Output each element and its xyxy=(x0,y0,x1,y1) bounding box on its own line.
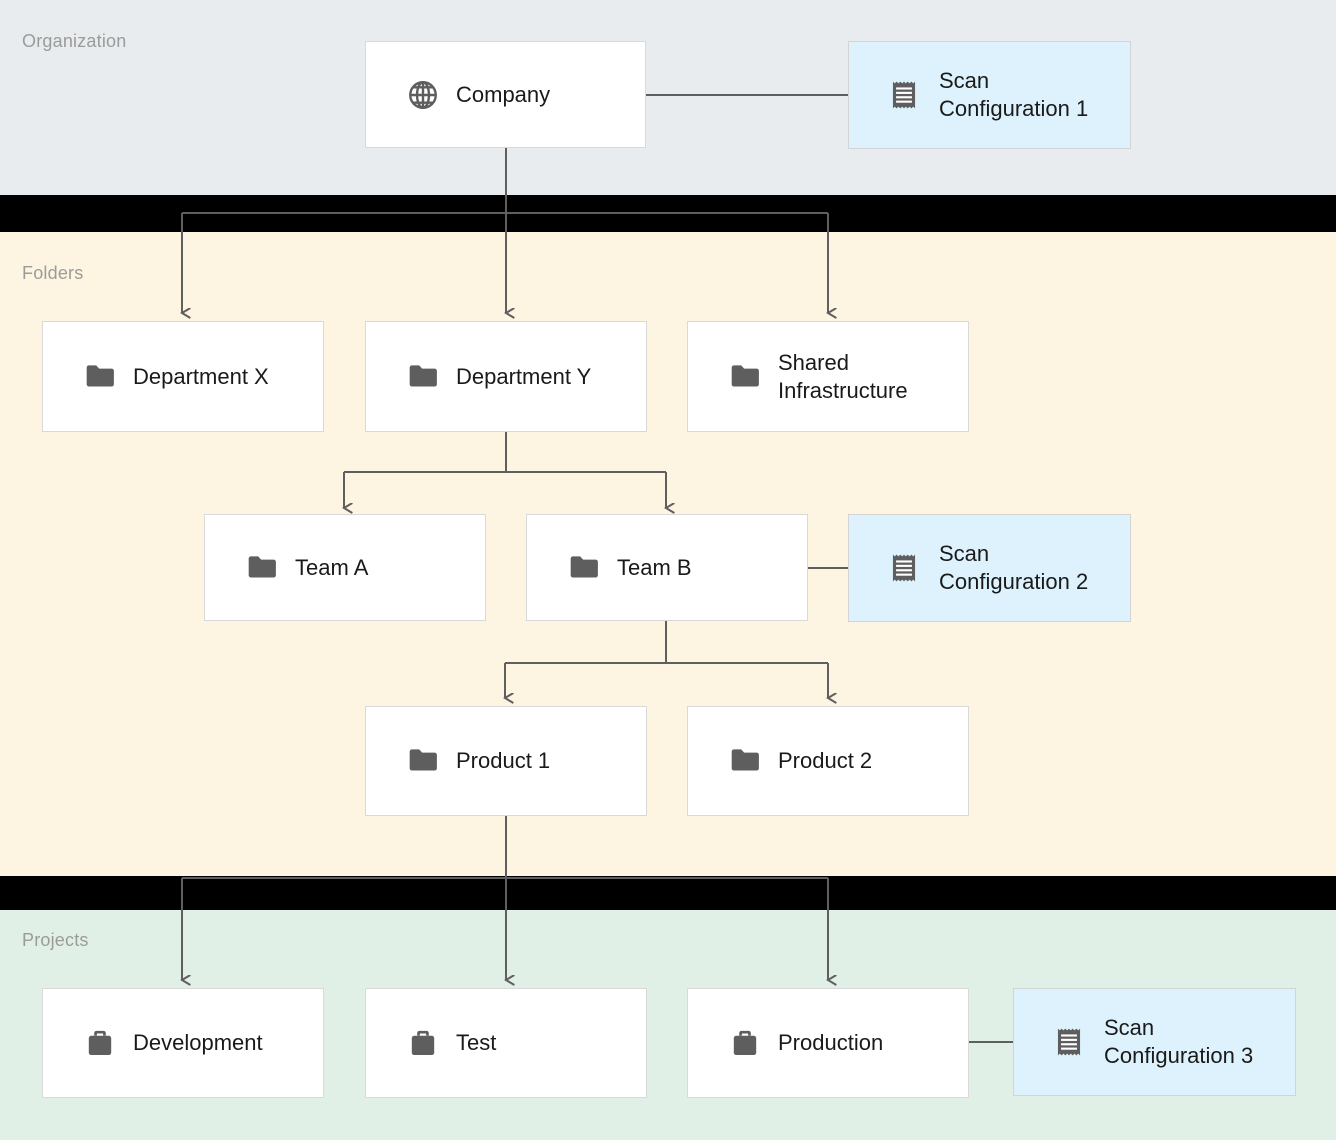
node-department-y[interactable]: Department Y xyxy=(365,321,647,432)
folder-icon xyxy=(248,555,276,577)
folder-icon xyxy=(409,749,437,771)
folder-icon xyxy=(731,749,759,771)
node-label: Department Y xyxy=(456,363,592,389)
folder-icon xyxy=(409,364,437,386)
node-test[interactable]: Test xyxy=(365,988,647,1098)
node-scan-configuration-2[interactable]: Scan Configuration 2 xyxy=(848,514,1131,622)
node-production[interactable]: Production xyxy=(687,988,969,1098)
node-label: Team B xyxy=(617,554,692,580)
node-label: Department X xyxy=(133,363,269,389)
node-scan-configuration-3[interactable]: Scan Configuration 3 xyxy=(1013,988,1296,1096)
band-organization xyxy=(0,0,1336,195)
node-label: Shared Infrastructure xyxy=(778,349,908,403)
band-label-projects: Projects xyxy=(22,930,89,950)
folder-icon xyxy=(731,364,759,386)
node-label: Test xyxy=(456,1030,497,1056)
briefcase-icon xyxy=(411,1030,435,1056)
node-shared-infrastructure[interactable]: Shared Infrastructure xyxy=(687,321,969,432)
node-label: Company xyxy=(456,81,551,107)
node-team-a[interactable]: Team A xyxy=(204,514,486,621)
node-label: Team A xyxy=(295,554,369,580)
node-team-b[interactable]: Team B xyxy=(526,514,808,621)
folder-icon xyxy=(86,364,114,386)
node-label: Scan Configuration 3 xyxy=(1104,1015,1254,1068)
band-projects-footer xyxy=(0,1132,1336,1140)
node-label: Scan Configuration 1 xyxy=(939,68,1089,121)
node-product-1[interactable]: Product 1 xyxy=(365,706,647,816)
node-company[interactable]: Company xyxy=(365,41,646,148)
band-label-organization: Organization xyxy=(22,31,127,51)
node-label: Product 1 xyxy=(456,748,551,774)
node-label: Production xyxy=(778,1030,884,1056)
briefcase-icon xyxy=(733,1030,757,1056)
band-label-folders: Folders xyxy=(22,263,84,283)
receipt-icon xyxy=(892,554,916,582)
receipt-icon xyxy=(1057,1028,1081,1056)
receipt-icon xyxy=(892,81,916,109)
node-product-2[interactable]: Product 2 xyxy=(687,706,969,816)
node-development[interactable]: Development xyxy=(42,988,324,1098)
node-label: Scan Configuration 2 xyxy=(939,541,1089,594)
node-label: Product 2 xyxy=(778,748,873,774)
briefcase-icon xyxy=(88,1030,112,1056)
node-scan-configuration-1[interactable]: Scan Configuration 1 xyxy=(848,41,1131,149)
node-label: Development xyxy=(133,1030,263,1056)
folder-icon xyxy=(570,555,598,577)
node-department-x[interactable]: Department X xyxy=(42,321,324,432)
globe-icon xyxy=(409,80,437,109)
